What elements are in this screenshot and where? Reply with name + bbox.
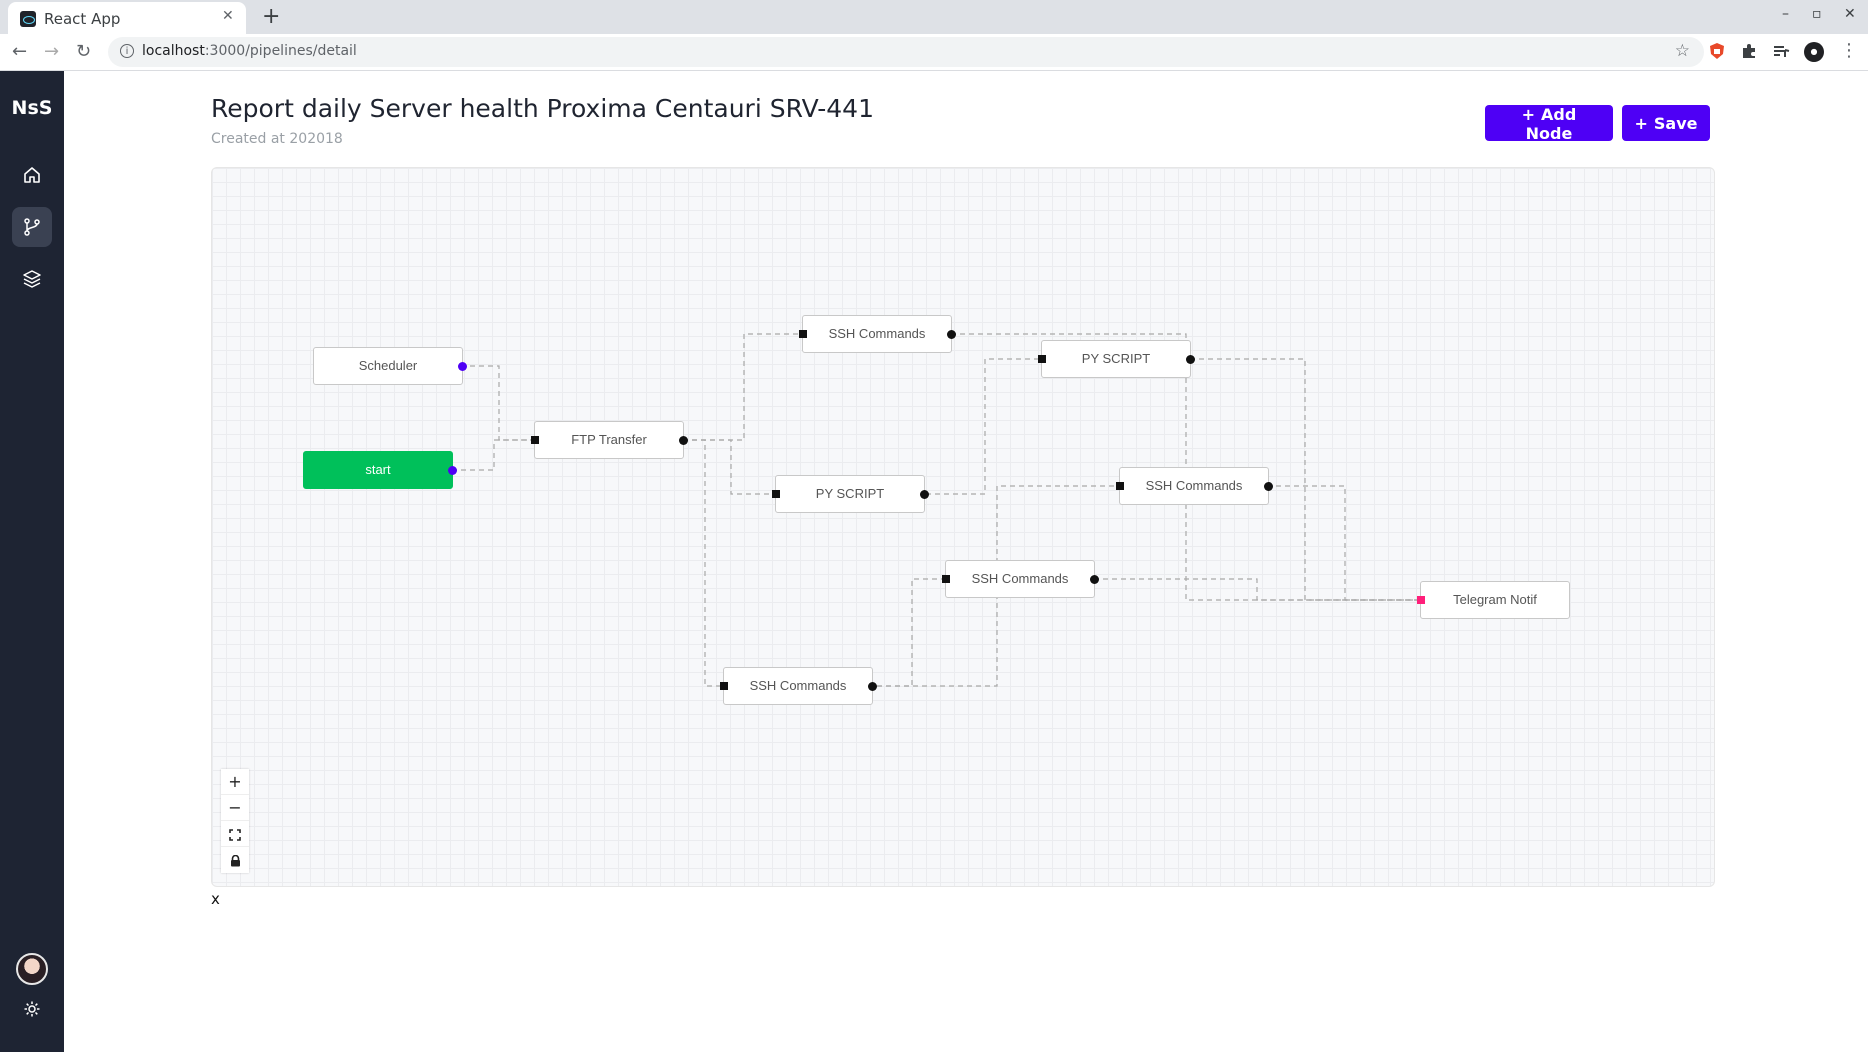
pipeline-edges <box>452 333 1420 687</box>
extension-shield-icon[interactable] <box>1708 42 1726 60</box>
node-ssh-commands-4[interactable]: SSH Commands <box>720 667 877 705</box>
brand-logo: NsS <box>11 97 53 119</box>
zoom-in-button[interactable]: + <box>221 769 249 795</box>
close-window-icon[interactable]: ✕ <box>1844 6 1856 22</box>
sidebar-item-layers[interactable] <box>12 259 52 299</box>
edge-py2-telegram <box>1190 358 1420 601</box>
output-handle[interactable] <box>679 436 688 445</box>
address-bar[interactable]: i localhost:3000/pipelines/detail ☆ <box>108 37 1704 67</box>
footer-text: x <box>211 890 220 908</box>
node-ssh-commands-3[interactable]: SSH Commands <box>942 560 1099 598</box>
output-handle[interactable] <box>1264 482 1273 491</box>
node-start[interactable]: start <box>303 451 457 489</box>
input-handle[interactable] <box>1038 355 1046 363</box>
edge-ssh2-telegram <box>1267 485 1420 601</box>
edge-start-ftp <box>452 439 537 471</box>
output-handle[interactable] <box>458 362 467 371</box>
react-favicon-icon <box>20 11 36 27</box>
input-handle[interactable] <box>1417 596 1425 604</box>
edge-ssh1-telegram <box>951 333 1420 601</box>
output-handle[interactable] <box>448 466 457 475</box>
browser-tabstrip: React App ✕ + – ▫ ✕ <box>0 0 1868 34</box>
node-py-script-1[interactable]: PY SCRIPT <box>772 475 929 513</box>
plus-icon: + <box>1521 105 1536 124</box>
output-handle[interactable] <box>920 490 929 499</box>
forward-icon[interactable]: → <box>44 41 60 62</box>
sidebar-item-pipelines[interactable] <box>12 207 52 247</box>
add-node-button[interactable]: +Add Node <box>1485 105 1613 143</box>
pipeline-canvas[interactable]: Scheduler start FTP Transfer SSH Command… <box>211 167 1715 887</box>
edge-ftp-ssh1 <box>683 333 805 441</box>
node-telegram-notif[interactable]: Telegram Notif <box>1417 581 1570 619</box>
output-handle[interactable] <box>868 682 877 691</box>
node-py-script-2[interactable]: PY SCRIPT <box>1038 340 1195 378</box>
input-handle[interactable] <box>531 436 539 444</box>
fit-view-button[interactable] <box>221 821 249 847</box>
browser-profile-icon[interactable]: ● <box>1804 42 1824 62</box>
node-ssh-commands-2[interactable]: SSH Commands <box>1116 467 1273 505</box>
save-button[interactable]: +Save <box>1622 105 1710 141</box>
url-text: localhost:3000/pipelines/detail <box>142 43 357 59</box>
edge-py1-py2 <box>926 358 1044 495</box>
edge-ftp-py1 <box>683 439 778 495</box>
minimize-icon[interactable]: – <box>1782 6 1789 22</box>
fit-view-icon <box>229 828 241 841</box>
browser-toolbar: ← → ↻ i localhost:3000/pipelines/detail … <box>0 34 1868 71</box>
media-queue-icon[interactable] <box>1772 42 1790 60</box>
canvas-controls: + − <box>221 769 249 873</box>
input-handle[interactable] <box>772 490 780 498</box>
page-title: Report daily Server health Proxima Centa… <box>211 94 874 123</box>
maximize-icon[interactable]: ▫ <box>1812 6 1822 22</box>
user-avatar[interactable] <box>16 953 48 985</box>
plus-icon: + <box>1634 113 1648 133</box>
edge-scheduler-ftp <box>461 365 537 441</box>
output-handle[interactable] <box>1090 575 1099 584</box>
input-handle[interactable] <box>942 575 950 583</box>
zoom-out-button[interactable]: − <box>221 795 249 821</box>
sidebar-item-home[interactable] <box>12 155 52 195</box>
input-handle[interactable] <box>720 682 728 690</box>
gear-icon[interactable] <box>23 1000 41 1018</box>
git-branch-icon <box>24 218 40 236</box>
edge-ssh3-telegram <box>1094 578 1420 601</box>
home-icon <box>24 167 40 183</box>
page-subtitle: Created at 202018 <box>211 131 343 147</box>
node-ftp-transfer[interactable]: FTP Transfer <box>531 421 688 459</box>
input-handle[interactable] <box>799 330 807 338</box>
node-scheduler[interactable]: Scheduler <box>313 347 467 385</box>
extensions-puzzle-icon[interactable] <box>1740 42 1758 60</box>
input-handle[interactable] <box>1116 482 1124 490</box>
reload-icon[interactable]: ↻ <box>76 41 92 62</box>
browser-menu-icon[interactable]: ⋮ <box>1840 40 1858 61</box>
tab-title: React App <box>44 10 121 28</box>
output-handle[interactable] <box>1186 355 1195 364</box>
output-handle[interactable] <box>947 330 956 339</box>
back-icon[interactable]: ← <box>12 41 28 62</box>
node-ssh-commands-1[interactable]: SSH Commands <box>799 315 956 353</box>
browser-tab[interactable]: React App ✕ <box>8 2 246 34</box>
new-tab-icon[interactable]: + <box>262 4 281 29</box>
layers-icon <box>23 270 41 288</box>
site-info-icon[interactable]: i <box>120 44 134 58</box>
close-tab-icon[interactable]: ✕ <box>222 8 234 24</box>
lock-icon <box>230 854 240 866</box>
bookmark-star-icon[interactable]: ☆ <box>1674 41 1690 61</box>
lock-button[interactable] <box>221 847 249 873</box>
edge-ssh4-ssh3 <box>877 578 948 687</box>
app-sidebar: NsS <box>0 71 64 1052</box>
edge-ftp-ssh4 <box>683 439 726 687</box>
